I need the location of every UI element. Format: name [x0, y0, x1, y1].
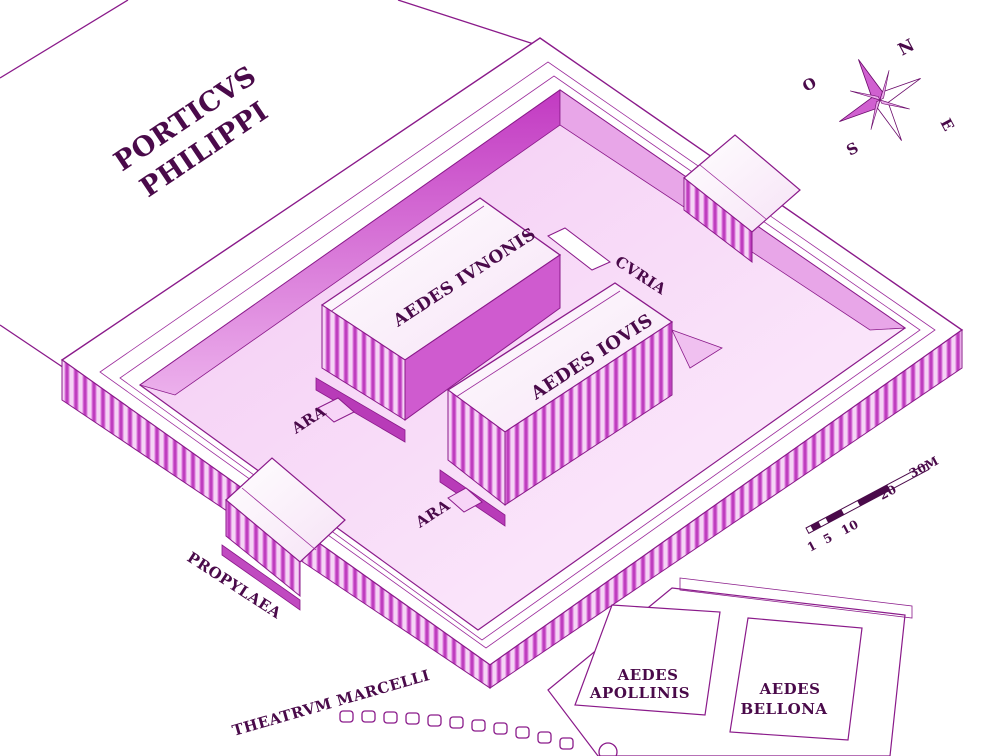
compass-n: N	[895, 35, 919, 60]
label-bellona-line2: BELLONA	[740, 700, 827, 718]
scale-tick-1: 1	[805, 538, 819, 555]
curia-structure	[547, 227, 611, 271]
label-apollinis-line2: APOLLINIS	[589, 684, 690, 702]
altar-juno	[317, 397, 355, 423]
scale-tick-5: 5	[821, 530, 835, 547]
scale-tick-30m: 30M	[907, 454, 941, 481]
compass-e: E	[936, 115, 957, 134]
temple-jupiter	[439, 282, 723, 527]
label-theatrum-marcelli: THEATRVM MARCELLI	[230, 666, 432, 740]
label-bellona-line1: AEDES	[759, 680, 821, 698]
scale-tick-10: 10	[839, 517, 861, 538]
altar-jupiter	[447, 487, 483, 513]
gate-pavilion-propylaea	[221, 457, 346, 611]
temple-juno	[315, 197, 562, 443]
compass-o: O	[799, 73, 819, 95]
scale-bar	[805, 463, 930, 534]
compass-s: S	[843, 138, 861, 159]
theatrum-arches	[339, 710, 618, 756]
gate-pavilion-east	[683, 134, 801, 264]
label-apollinis-line1: AEDES	[617, 666, 679, 684]
porticus-outline	[0, 0, 541, 373]
compass-rose-icon	[839, 59, 921, 141]
apollinis-bellona-area	[547, 577, 913, 756]
